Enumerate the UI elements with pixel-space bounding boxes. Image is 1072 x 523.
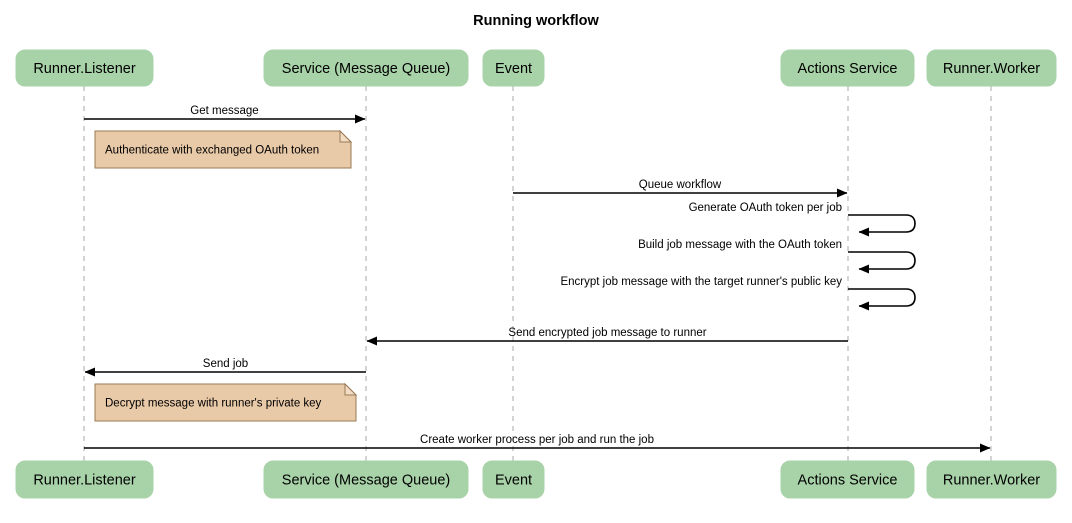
participant-runner-listener-head[interactable]: Runner.Listener	[15, 49, 154, 87]
participant-box	[263, 49, 469, 87]
participant-box	[263, 460, 469, 499]
participant-label: Event	[495, 472, 532, 488]
message-build-job-message-with-the-oauth-token[interactable]: Build job message with the OAuth token	[638, 239, 916, 274]
participant-service-message-queue-head[interactable]: Service (Message Queue)	[263, 49, 469, 87]
diagram-title: Running workflow	[473, 13, 599, 29]
note-body	[94, 383, 357, 422]
participant-label: Actions Service	[798, 472, 898, 488]
participant-label: Service (Message Queue)	[282, 472, 450, 488]
message-label: Queue workflow	[639, 179, 722, 191]
participant-actions-service-foot[interactable]: Actions Service	[780, 460, 915, 499]
note-body	[94, 130, 352, 169]
message-send-job[interactable]: Send job	[84, 358, 366, 377]
note-authenticate-with-exchanged-oauth-token[interactable]: Authenticate with exchanged OAuth token	[94, 129, 353, 169]
participant-box	[780, 49, 915, 87]
message-label: Create worker process per job and run th…	[420, 434, 654, 446]
participant-label: Service (Message Queue)	[282, 61, 450, 77]
message-label: Generate OAuth token per job	[689, 202, 842, 214]
note-fold-corner-icon	[339, 129, 353, 143]
participant-runner-worker-foot[interactable]: Runner.Worker	[926, 460, 1057, 499]
participant-box	[482, 49, 545, 87]
participants-foot-layer: Runner.Listener Service (Message Queue) Ev…	[15, 460, 1057, 499]
participant-box	[780, 460, 915, 499]
participant-runner-listener-foot[interactable]: Runner.Listener	[15, 460, 154, 499]
message-get-message[interactable]: Get message	[84, 105, 366, 124]
participant-event-foot[interactable]: Event	[482, 460, 545, 499]
participant-box	[926, 49, 1057, 87]
message-generate-oauth-token-per-job[interactable]: Generate OAuth token per job	[689, 202, 916, 237]
participant-service-message-queue-foot[interactable]: Service (Message Queue)	[263, 460, 469, 499]
participant-event-head[interactable]: Event	[482, 49, 545, 87]
self-loop-path	[848, 288, 916, 311]
participant-label: Actions Service	[798, 61, 898, 77]
message-send-encrypted-job-message-to-runner[interactable]: Send encrypted job message to runner	[366, 327, 848, 346]
participant-label: Event	[495, 61, 532, 77]
note-label: Decrypt message with runner's private ke…	[105, 398, 322, 410]
note-fold-corner-icon	[344, 382, 358, 396]
message-label: Get message	[190, 105, 258, 117]
message-queue-workflow[interactable]: Queue workflow	[513, 179, 848, 198]
message-label: Build job message with the OAuth token	[638, 239, 842, 251]
participant-label: Runner.Worker	[943, 472, 1040, 488]
note-decrypt-message-with-runners-private-key[interactable]: Decrypt message with runner's private ke…	[94, 382, 358, 422]
notes-layer: Authenticate with exchanged OAuth tokenD…	[94, 129, 358, 422]
participant-label: Runner.Listener	[33, 472, 136, 488]
message-create-worker-process-per-job-and-run-the-job[interactable]: Create worker process per job and run th…	[84, 434, 991, 453]
self-loop-path	[848, 251, 916, 274]
participant-actions-service-head[interactable]: Actions Service	[780, 49, 915, 87]
participant-runner-worker-head[interactable]: Runner.Worker	[926, 49, 1057, 87]
message-label: Send encrypted job message to runner	[508, 327, 706, 339]
participant-label: Runner.Worker	[943, 61, 1040, 77]
participants-head-layer: Runner.Listener Service (Message Queue) Ev…	[15, 49, 1057, 87]
participant-box	[15, 460, 154, 499]
self-loop-path	[848, 214, 916, 237]
participant-box	[926, 460, 1057, 499]
note-label: Authenticate with exchanged OAuth token	[105, 145, 319, 157]
participant-label: Runner.Listener	[33, 61, 136, 77]
message-label: Send job	[203, 358, 248, 370]
message-encrypt-job-message-with-the-target-runners-public-key[interactable]: Encrypt job message with the target runn…	[560, 276, 916, 311]
lifelines-layer	[83, 86, 992, 461]
participant-box	[482, 460, 545, 499]
participant-box	[15, 49, 154, 87]
message-label: Encrypt job message with the target runn…	[560, 276, 842, 288]
